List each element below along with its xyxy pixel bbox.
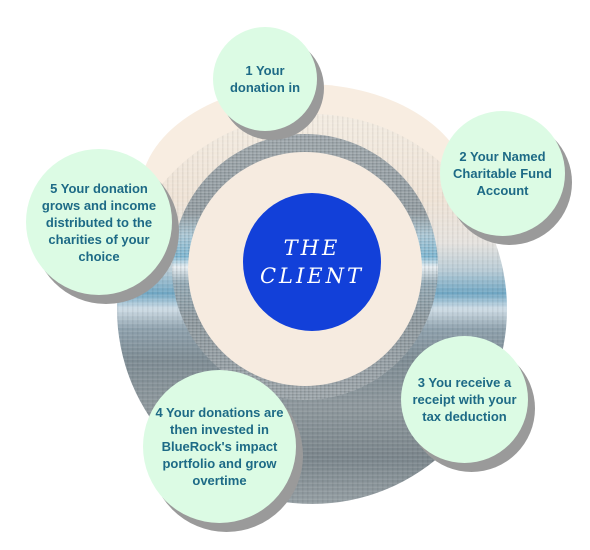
- center-label-line-1: THE: [283, 236, 341, 260]
- step-4-bubble: 4 Your donations are then invested in Bl…: [143, 370, 296, 523]
- step-1-text: 1 Your donation in: [229, 63, 301, 95]
- step-5-text: 5 Your donation grows and income distrib…: [41, 180, 157, 264]
- step-5-bubble: 5 Your donation grows and income distrib…: [26, 149, 172, 295]
- step-2-bubble: 2 Your Named Charitable Fund Account: [440, 111, 565, 236]
- step-1-bubble: 1 Your donation in: [213, 27, 317, 131]
- step-2-text: 2 Your Named Charitable Fund Account: [453, 149, 552, 198]
- the-client-circle: THE CLIENT: [243, 193, 381, 331]
- step-4-text: 4 Your donations are then invested in Bl…: [155, 405, 284, 488]
- step-3-text: 3 You receive a receipt with your tax de…: [412, 375, 517, 424]
- step-3-bubble: 3 You receive a receipt with your tax de…: [401, 336, 528, 463]
- center-label-line-2: CLIENT: [259, 264, 365, 288]
